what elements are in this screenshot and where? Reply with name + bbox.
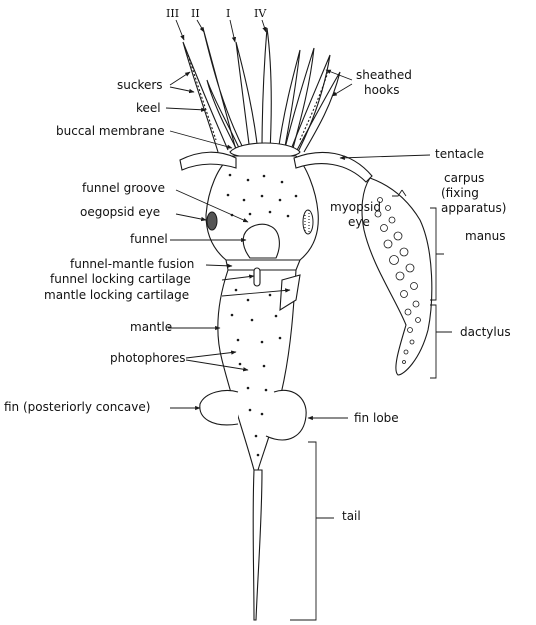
- fin-left: [200, 391, 238, 425]
- label-photophores: photophores: [110, 351, 185, 365]
- label-tentacle: tentacle: [435, 147, 484, 161]
- label-apparatus: apparatus): [441, 201, 506, 215]
- label-funnel-groove: funnel groove: [82, 181, 165, 195]
- label-fin-lobe: fin lobe: [354, 411, 399, 425]
- label-myopsid: myopsid: [330, 200, 381, 214]
- tail-shape: [253, 470, 262, 620]
- label-tail: tail: [342, 509, 361, 523]
- tail-bracket: [290, 442, 334, 620]
- label-carpus: carpus: [444, 171, 484, 185]
- label-fin: fin (posteriorly concave): [4, 400, 150, 414]
- arm-keel-left: [207, 80, 240, 152]
- arm-number-ii: II: [191, 7, 200, 20]
- neck: [226, 260, 300, 270]
- arm-iv-center: [262, 28, 271, 152]
- arms: [183, 28, 340, 152]
- sucker-row-left: [188, 55, 216, 140]
- dactylus-bracket: [430, 305, 452, 378]
- arm-i-left: [236, 42, 258, 152]
- arm-right-2: [284, 48, 314, 152]
- arm-number-iv: IV: [254, 7, 267, 20]
- label-suckers: suckers: [117, 78, 163, 92]
- label-keel: keel: [136, 101, 161, 115]
- arm-number-iii: III: [166, 7, 179, 20]
- arm-numbers: III II I IV: [166, 7, 267, 42]
- oegopsid-eye: [207, 212, 217, 230]
- label-fixing: (fixing: [441, 186, 479, 200]
- label-sheathed: sheathed: [356, 68, 412, 82]
- label-dactylus: dactylus: [460, 325, 511, 339]
- label-buccal-membrane: buccal membrane: [56, 124, 165, 138]
- label-hooks: hooks: [364, 83, 400, 97]
- arm-right-3: [290, 55, 330, 152]
- label-mantle-locking-cartilage: mantle locking cartilage: [44, 288, 189, 302]
- funnel-shape: [243, 224, 279, 258]
- funnel-locking-cartilage-shape: [254, 268, 260, 286]
- label-oegopsid-eye: oegopsid eye: [80, 205, 160, 219]
- label-mantle: mantle: [130, 320, 172, 334]
- label-funnel-locking-cartilage: funnel locking cartilage: [50, 272, 191, 286]
- label-funnel-mantle-fusion: funnel-mantle fusion: [70, 257, 194, 271]
- label-funnel: funnel: [130, 232, 168, 246]
- arm-number-i: I: [226, 7, 230, 20]
- label-manus: manus: [465, 229, 506, 243]
- arm-right-1: [278, 50, 300, 152]
- label-myopsid-eye: eye: [348, 215, 370, 229]
